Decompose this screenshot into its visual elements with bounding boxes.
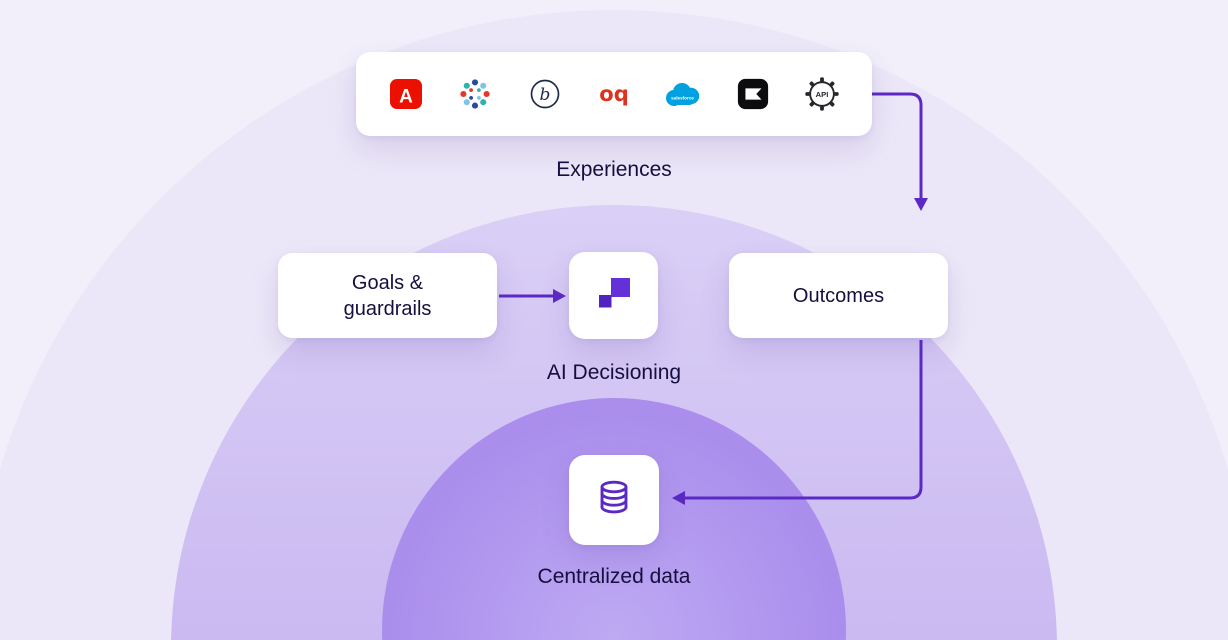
ai-decisioning-icon-card: [569, 252, 658, 339]
svg-text:salesforce: salesforce: [671, 96, 694, 101]
black-flag-logo-icon: [731, 72, 775, 116]
outcomes-label: Outcomes: [792, 284, 885, 307]
ai-decisioning-label: AI Decisioning: [546, 361, 682, 384]
experiences-logo-card: A b: [356, 52, 872, 136]
centralized-data-icon-card: [569, 455, 659, 545]
outcomes-card: Outcomes: [729, 253, 948, 338]
database-icon: [591, 475, 637, 526]
svg-text:b: b: [539, 85, 550, 105]
svg-text:oq: oq: [599, 82, 628, 106]
oq-logo-icon: oq: [592, 72, 636, 116]
api-gear-logo-icon: API: [800, 72, 844, 116]
goals-guardrails-card: Goals & guardrails: [278, 253, 497, 338]
letter-b-circle-logo-icon: b: [523, 72, 567, 116]
adobe-logo-icon: A: [384, 72, 428, 116]
svg-text:A: A: [399, 87, 413, 108]
salesforce-logo-icon: salesforce: [661, 72, 705, 116]
experiences-label: Experiences: [556, 158, 672, 181]
svg-text:API: API: [816, 90, 829, 99]
goals-guardrails-label: Goals & guardrails: [343, 271, 432, 320]
ai-decisioning-icon: [590, 269, 638, 322]
centralized-data-label: Centralized data: [537, 565, 691, 588]
dots-star-logo-icon: [453, 72, 497, 116]
